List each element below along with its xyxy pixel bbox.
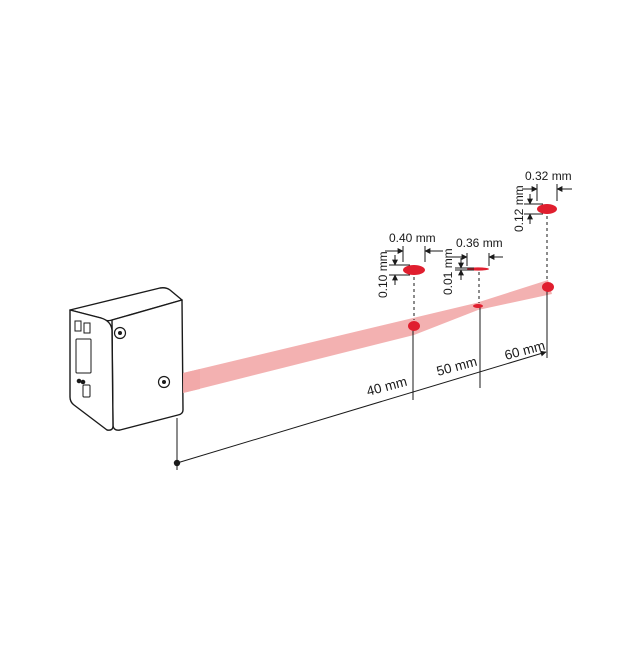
sensor-housing [69,287,184,431]
baseline-origin-dot [173,459,181,467]
spot-detail-60: 0.32 mm 0.12 mm [512,169,572,232]
laser-beam [183,280,552,393]
sensor-led-2 [80,379,86,385]
sensor-display [75,338,92,374]
laser-beam-origin [183,369,200,393]
spot-width-label-40: 0.40 mm [389,231,436,245]
distance-extension-lines [412,288,548,400]
screw-icon [118,331,122,335]
sensor-right-face [111,299,184,431]
sensor-screws [113,326,171,389]
callout-leader-lines [413,216,548,320]
screw-icon [162,380,166,384]
sensor-button-left [74,320,82,332]
spot-width-label-50: 0.36 mm [456,236,503,250]
detail-spot-40 [403,265,425,275]
sensor-front-panel [74,320,92,398]
beam-spot-50 [473,304,483,308]
distance-label-60: 60 mm [503,338,547,363]
detail-spot-60 [537,204,557,214]
sensor-led-1 [76,378,82,384]
beam-spot-60 [542,282,554,292]
spot-height-label-40: 0.10 mm [376,251,390,298]
sensor-button-right [83,322,91,334]
sensor-lower-button [82,384,91,398]
spot-detail-50: 0.36 mm 0.01 mm [441,236,503,295]
distance-label-50: 50 mm [435,354,479,379]
beam-spot-40 [408,321,420,331]
spot-height-label-60: 0.12 mm [512,185,526,232]
spot-height-label-50: 0.01 mm [441,248,455,295]
spot-detail-40: 0.40 mm 0.10 mm [376,231,443,298]
spot-width-label-60: 0.32 mm [525,169,572,183]
